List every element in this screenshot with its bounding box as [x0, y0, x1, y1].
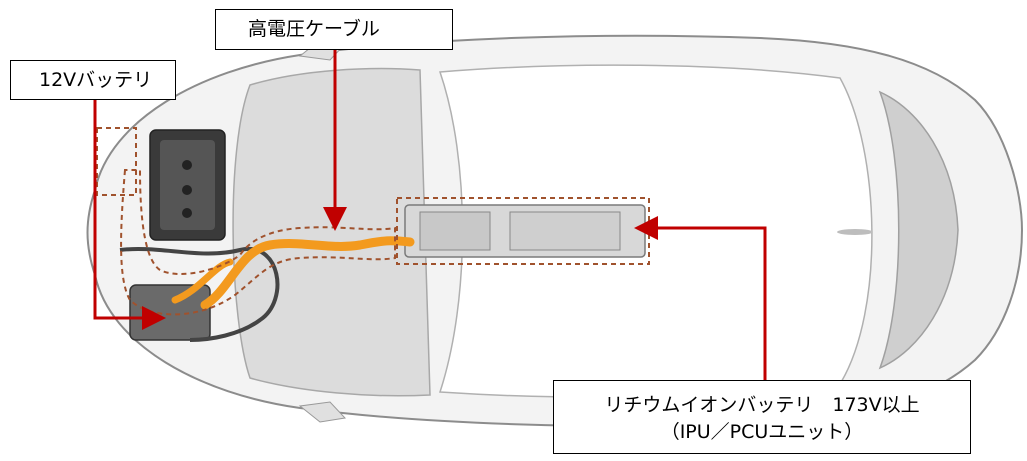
label-li-battery: リチウムイオンバッテリ 173V以上 （IPU／PCUユニット）	[553, 380, 971, 454]
label-li-battery-line2: （IPU／PCUユニット）	[660, 421, 864, 443]
arrow-li-battery	[634, 216, 767, 380]
label-hv-cable: 高電圧ケーブル	[215, 9, 453, 50]
hv-cable	[200, 236, 415, 310]
right-mirror	[298, 401, 347, 423]
wiring-harness	[119, 246, 280, 342]
label-li-battery-line1: リチウムイオンバッテリ 173V以上	[604, 394, 920, 416]
door-handle	[837, 229, 873, 235]
ipu-unit	[404, 204, 646, 258]
windshield	[232, 67, 431, 397]
engine-bolt-1	[182, 160, 192, 170]
label-12v-battery: 12Vバッテリ	[10, 60, 176, 100]
arrow-12v-battery	[93, 100, 166, 330]
engine-bolt-3	[182, 208, 192, 218]
ipu-panel	[419, 211, 491, 251]
engine-bolt-2	[182, 185, 192, 195]
ipu-module	[509, 211, 621, 251]
rear-window	[878, 90, 959, 370]
dashed-outline-hv-cable	[120, 169, 396, 316]
engine-cover	[160, 140, 215, 230]
engine-bay	[119, 129, 280, 342]
dashed-outline-li-battery	[396, 197, 650, 265]
